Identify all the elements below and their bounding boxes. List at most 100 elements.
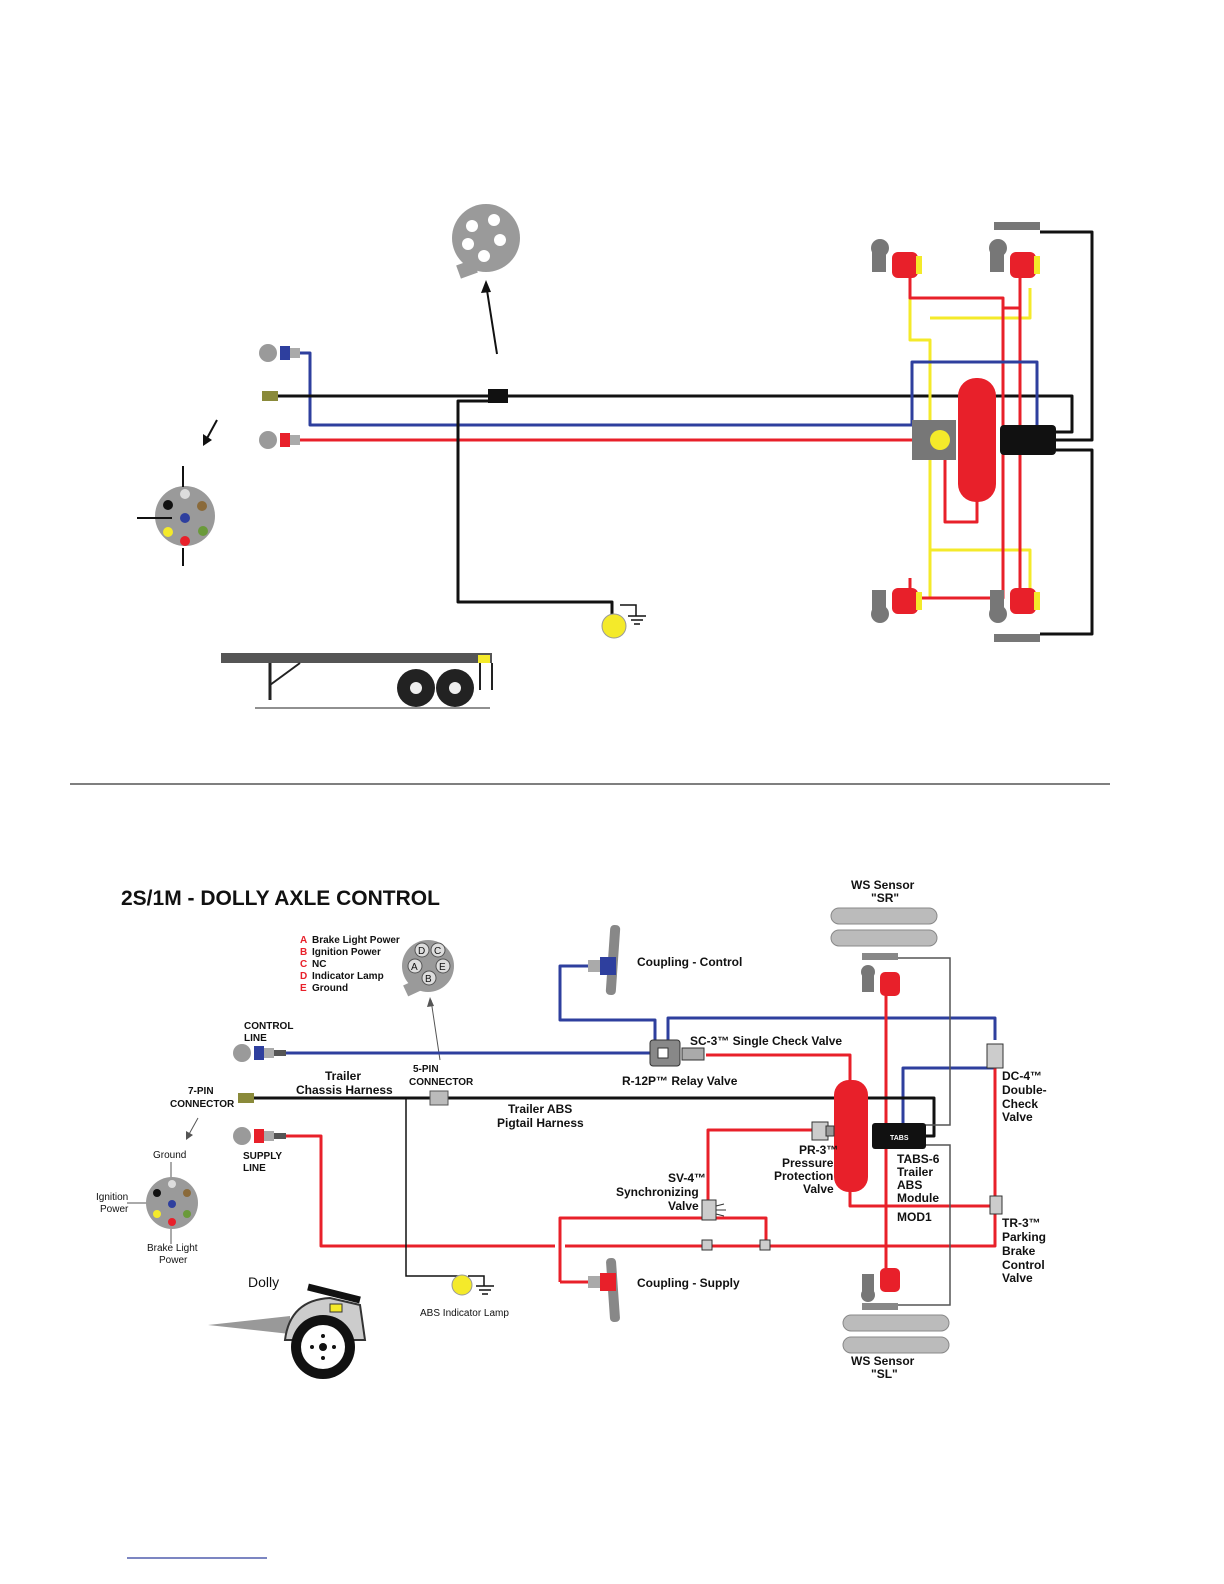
top-brake-chamber-fr bbox=[989, 588, 1040, 623]
svg-text:R-12P™ Relay Valve: R-12P™ Relay Valve bbox=[622, 1074, 738, 1088]
svg-text:SC-3™ Single Check Valve: SC-3™ Single Check Valve bbox=[690, 1034, 842, 1048]
svg-text:LINE: LINE bbox=[244, 1033, 267, 1044]
svg-text:Chassis Harness: Chassis Harness bbox=[296, 1083, 393, 1097]
svg-text:Valve: Valve bbox=[668, 1199, 699, 1213]
svg-text:Indicator Lamp: Indicator Lamp bbox=[312, 971, 384, 982]
svg-text:TABS: TABS bbox=[890, 1135, 909, 1142]
svg-text:SV-4™: SV-4™ bbox=[668, 1171, 706, 1185]
brake-chamber-right bbox=[861, 965, 900, 996]
svg-text:Brake Light Power: Brake Light Power bbox=[312, 935, 400, 946]
dc4-double-check-valve bbox=[986, 1043, 1004, 1069]
top-trailer-icon bbox=[221, 653, 493, 709]
svg-text:Trailer: Trailer bbox=[897, 1165, 933, 1179]
svg-text:Parking: Parking bbox=[1002, 1230, 1046, 1244]
dolly-icon bbox=[208, 1283, 367, 1379]
coupling-control-gladhand bbox=[588, 925, 621, 995]
top-brake-chamber-fl bbox=[871, 588, 922, 623]
svg-text:TABS-6: TABS-6 bbox=[897, 1152, 940, 1166]
top-brake-chamber-rl bbox=[871, 239, 922, 278]
svg-text:Pigtail Harness: Pigtail Harness bbox=[497, 1116, 584, 1130]
diagram-title: 2S/1M - DOLLY AXLE CONTROL bbox=[121, 887, 440, 910]
supply-line bbox=[286, 1134, 997, 1248]
svg-text:C: C bbox=[300, 959, 307, 970]
svg-text:"SL": "SL" bbox=[871, 1367, 898, 1381]
top-diagram bbox=[137, 204, 1094, 709]
svg-text:Ignition: Ignition bbox=[96, 1192, 128, 1203]
seven-pin-connector bbox=[146, 1177, 198, 1229]
svg-text:Trailer ABS: Trailer ABS bbox=[508, 1102, 572, 1116]
control-gladhand bbox=[233, 1044, 286, 1062]
svg-text:Protection: Protection bbox=[774, 1169, 833, 1183]
svg-text:Coupling - Control: Coupling - Control bbox=[637, 955, 742, 969]
svg-text:WS Sensor: WS Sensor bbox=[851, 878, 915, 892]
svg-text:TR-3™: TR-3™ bbox=[1002, 1216, 1041, 1230]
svg-text:Power: Power bbox=[100, 1204, 129, 1215]
svg-text:B: B bbox=[425, 974, 432, 985]
supply-gladhand bbox=[233, 1127, 286, 1145]
top-lamp-wire bbox=[456, 399, 614, 618]
svg-text:Ground: Ground bbox=[312, 983, 348, 994]
svg-text:Pressure: Pressure bbox=[782, 1156, 834, 1170]
wheel-sr-outer bbox=[830, 907, 938, 925]
svg-text:7-PIN: 7-PIN bbox=[188, 1086, 214, 1097]
top-abs-lamp bbox=[601, 613, 627, 639]
coupling-supply-gladhand bbox=[588, 1257, 620, 1323]
svg-text:CONTROL: CONTROL bbox=[244, 1021, 293, 1032]
wheel-sr-inner bbox=[830, 929, 938, 947]
bottom-diagram: 2S/1M - DOLLY AXLE CONTROL A Brake Light… bbox=[96, 878, 1047, 1381]
pin-legend: A Brake Light Power B Ignition Power C N… bbox=[300, 935, 400, 994]
top-five-pin-connector bbox=[452, 204, 520, 279]
svg-text:E: E bbox=[300, 983, 307, 994]
svg-text:5-PIN: 5-PIN bbox=[413, 1064, 439, 1075]
svg-text:Double-: Double- bbox=[1002, 1083, 1047, 1097]
top-harness bbox=[278, 394, 1074, 434]
svg-text:A: A bbox=[300, 935, 307, 946]
ws-sensor-sr bbox=[862, 953, 898, 960]
air-reservoir bbox=[834, 1080, 868, 1192]
svg-text:Valve: Valve bbox=[1002, 1110, 1033, 1124]
top-abs-module bbox=[1000, 425, 1056, 455]
svg-text:ABS: ABS bbox=[897, 1178, 922, 1192]
abs-pigtail-harness bbox=[254, 1096, 936, 1138]
svg-text:Power: Power bbox=[159, 1255, 188, 1266]
svg-text:Control: Control bbox=[1002, 1258, 1045, 1272]
abs-indicator-lamp bbox=[451, 1274, 473, 1296]
svg-text:"SR": "SR" bbox=[871, 891, 899, 905]
svg-text:Synchronizing: Synchronizing bbox=[616, 1185, 699, 1199]
top-arrow-5pin bbox=[485, 283, 498, 355]
svg-text:DC-4™: DC-4™ bbox=[1002, 1069, 1042, 1083]
wheel-sl-outer bbox=[842, 1314, 950, 1332]
top-gladhand-supply bbox=[259, 431, 300, 449]
svg-text:CONNECTOR: CONNECTOR bbox=[170, 1099, 235, 1110]
svg-text:E: E bbox=[439, 962, 446, 973]
svg-text:Brake Light: Brake Light bbox=[147, 1243, 198, 1254]
svg-text:Valve: Valve bbox=[1002, 1271, 1033, 1285]
svg-text:Trailer: Trailer bbox=[325, 1069, 361, 1083]
svg-text:D: D bbox=[418, 946, 425, 957]
svg-text:A: A bbox=[411, 962, 418, 973]
top-seven-pin-connector bbox=[155, 486, 215, 546]
svg-text:MOD1: MOD1 bbox=[897, 1210, 932, 1224]
top-air-tank bbox=[958, 378, 996, 502]
top-gladhand-control bbox=[259, 344, 300, 362]
brake-chamber-left bbox=[861, 1268, 900, 1302]
tr3-parking-brake-valve bbox=[989, 1195, 1003, 1215]
svg-text:Valve: Valve bbox=[803, 1182, 834, 1196]
top-brake-chamber-rr bbox=[989, 239, 1040, 278]
svg-text:Brake: Brake bbox=[1002, 1244, 1036, 1258]
svg-text:PR-3™: PR-3™ bbox=[799, 1143, 838, 1157]
sc3-check-valve bbox=[681, 1047, 705, 1061]
svg-text:CONNECTOR: CONNECTOR bbox=[409, 1077, 474, 1088]
svg-text:NC: NC bbox=[312, 959, 326, 970]
svg-text:Module: Module bbox=[897, 1191, 939, 1205]
top-control-line bbox=[300, 351, 912, 427]
svg-text:Ground: Ground bbox=[153, 1150, 186, 1161]
svg-text:ABS Indicator Lamp: ABS Indicator Lamp bbox=[420, 1308, 509, 1319]
top-harness-connector bbox=[488, 389, 508, 403]
svg-text:Check: Check bbox=[1002, 1097, 1038, 1111]
svg-text:WS Sensor: WS Sensor bbox=[851, 1354, 915, 1368]
svg-text:C: C bbox=[434, 946, 441, 957]
svg-text:SUPPLY: SUPPLY bbox=[243, 1151, 282, 1162]
svg-text:Ignition Power: Ignition Power bbox=[312, 947, 381, 958]
